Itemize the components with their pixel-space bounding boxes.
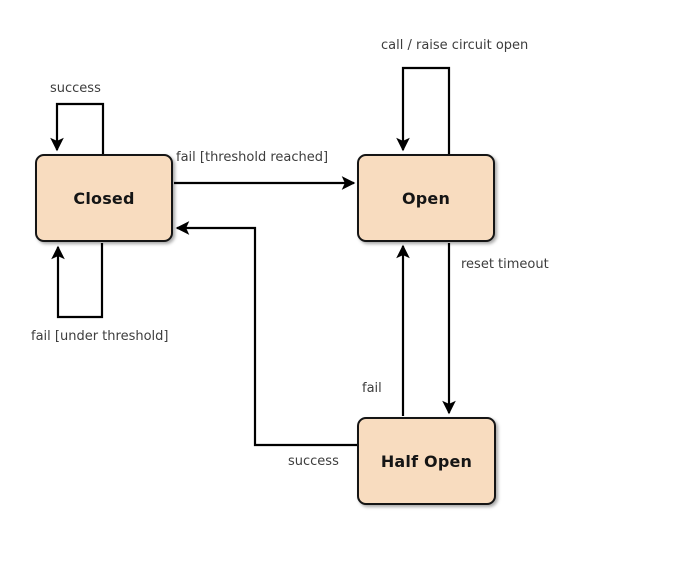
- edge-label-fail: fail: [362, 381, 382, 396]
- state-closed-label: Closed: [73, 188, 135, 208]
- state-half-open-label: Half Open: [380, 451, 473, 471]
- edge-open-self-call: [396, 66, 451, 155]
- edge-label-reset-timeout: reset timeout: [461, 257, 549, 272]
- edge-label-closed-success: success: [50, 81, 101, 96]
- state-open-label: Open: [401, 188, 451, 208]
- edge-label-halfopen-success: success: [288, 454, 339, 469]
- edge-closed-self-success: [50, 102, 105, 155]
- edge-label-closed-fail-under-threshold: fail [under threshold]: [31, 329, 169, 344]
- state-open: Open: [357, 154, 495, 242]
- edge-closed-self-fail: [51, 243, 104, 319]
- state-half-open: Half Open: [357, 417, 496, 505]
- state-closed: Closed: [35, 154, 173, 242]
- edge-label-fail-threshold-reached: fail [threshold reached]: [176, 150, 329, 165]
- edge-label-call-raise-circuit-open: call / raise circuit open: [381, 38, 529, 53]
- edge-halfopen-to-closed: [175, 221, 357, 447]
